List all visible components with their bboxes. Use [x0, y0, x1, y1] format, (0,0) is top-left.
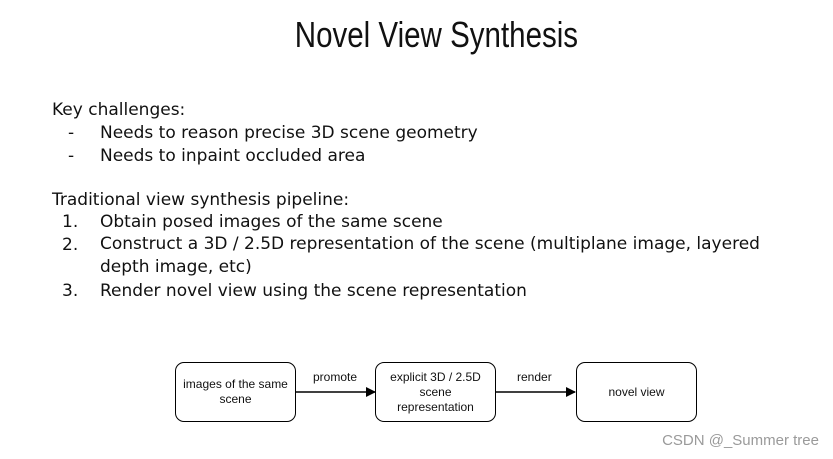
slide-title: Novel View Synthesis — [294, 14, 579, 55]
node-input-images: images of the same scene — [175, 362, 296, 422]
edge-label-render: render — [517, 370, 552, 384]
pipeline-text: Render novel view using the scene repres… — [100, 281, 527, 301]
bullet-dash: - — [68, 146, 75, 166]
edge-label-promote: promote — [313, 370, 358, 384]
pipeline-text: Construct a 3D / 2.5D representation of … — [100, 234, 760, 277]
pipeline-text: Obtain posed images of the same scene — [100, 212, 443, 232]
item-number: 3. — [62, 281, 79, 301]
challenge-text: Needs to inpaint occluded area — [100, 146, 366, 166]
pipeline-heading: Traditional view synthesis pipeline: — [52, 190, 350, 210]
item-number: 1. — [62, 212, 79, 232]
item-number: 2. — [62, 235, 79, 255]
bullet-dash: - — [68, 123, 75, 143]
challenge-text: Needs to reason precise 3D scene geometr… — [100, 123, 478, 143]
watermark: CSDN @_Summer tree — [662, 432, 819, 449]
node-scene-representation: explicit 3D / 2.5D scene representation — [375, 362, 496, 422]
node-novel-view: novel view — [576, 362, 697, 422]
challenges-heading: Key challenges: — [52, 100, 186, 120]
